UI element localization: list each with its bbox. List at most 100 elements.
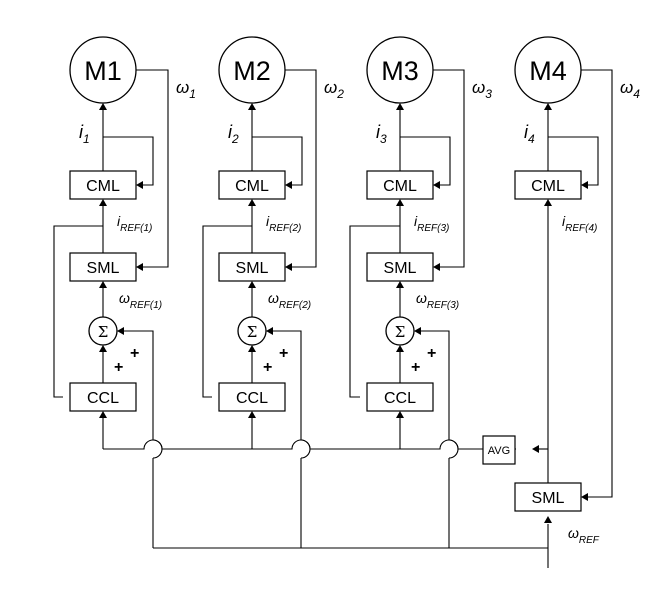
current-label-1-subscript: 1 [83, 132, 90, 146]
master-wref-label: ωREF [568, 525, 600, 546]
iref-label-2-symbol: i [266, 213, 270, 229]
iref-label-3-subscript: REF(3) [417, 223, 449, 234]
master-wref-label-subscript: REF [579, 535, 600, 546]
plus-sign-right-3: + [427, 345, 436, 362]
sum-symbol-2: Σ [247, 323, 258, 341]
sml-box-1 [69, 252, 137, 282]
iref-to-ccl-2 [202, 225, 252, 398]
sum-junction-2 [237, 316, 267, 346]
omega-label-2: ω2 [324, 78, 344, 101]
wref-label-3-symbol: ω [416, 290, 427, 306]
sum-junction-1 [88, 316, 118, 346]
sml-to-cml-arrow-1 [99, 199, 107, 206]
current-label-1: i1 [79, 122, 90, 146]
current-feedback-4 [548, 136, 599, 186]
iref-to-ccl-1 [53, 225, 103, 398]
sum-symbol-1: Σ [98, 323, 109, 341]
sum-to-sml-arrow-3 [396, 281, 404, 288]
sml-box-2 [218, 252, 286, 282]
iref-label-2: iREF(2) [266, 213, 301, 234]
iref-label-1-symbol: i [117, 213, 121, 229]
current-label-2-symbol: i [228, 122, 233, 142]
iref-label-1: iREF(1) [117, 213, 152, 234]
wref-to-sum-2 [273, 330, 302, 440]
plus-sign-bottom-3: + [411, 359, 420, 376]
iref-label-1-subscript: REF(1) [120, 223, 152, 234]
current-feedback-1 [103, 136, 154, 186]
motor-1-label: M1 [84, 56, 122, 86]
speed-feedback-2 [285, 69, 317, 268]
ccl-to-sum-arrow-2 [248, 345, 256, 352]
avg-to-ccl-arrow-1 [99, 411, 107, 418]
wref-branch-jump-3 [448, 439, 459, 459]
cml-box-2 [218, 170, 286, 200]
wref-label-3: ωREF(3) [416, 290, 459, 311]
speed-feedback-arrow-3 [433, 263, 440, 271]
current-label-3: i3 [376, 122, 387, 146]
cml-to-motor-arrow-3 [396, 103, 404, 110]
master-sml-box-label: SML [532, 490, 565, 507]
sml-box-2-label: SML [236, 260, 269, 277]
plus-sign-right-2: + [279, 345, 288, 362]
ccl-box-3 [366, 382, 434, 412]
cml-box-2-label: CML [235, 178, 269, 195]
motor-2 [218, 36, 286, 104]
avg-box-label: AVG [488, 445, 510, 457]
iref-label-3-symbol: i [414, 213, 418, 229]
wref-to-sum-arrow-2 [266, 327, 273, 335]
iref-label-4-subscript: REF(4) [565, 223, 597, 234]
current-label-4-symbol: i [524, 122, 529, 142]
ccl-to-sum-arrow-1 [99, 345, 107, 352]
ccl-box-1 [69, 382, 137, 412]
motor-4 [514, 36, 582, 104]
omega-label-3: ω3 [472, 78, 492, 101]
wref-label-1: ωREF(1) [119, 290, 162, 311]
speed-feedback-arrow-4 [581, 493, 588, 501]
avg-to-ccl-arrow-2 [248, 411, 256, 418]
speed-feedback-1 [136, 69, 169, 268]
avg-to-ccl-arrow-3 [396, 411, 404, 418]
current-feedback-3 [400, 136, 451, 186]
wref-branch-jump-1 [152, 439, 163, 459]
omega-label-4-subscript: 4 [633, 87, 640, 101]
avg-box [482, 435, 516, 465]
master-to-avg-arrow [532, 445, 539, 453]
speed-feedback-arrow-2 [285, 263, 292, 271]
wref-to-sum-3 [421, 330, 450, 440]
ccl-to-sum-arrow-3 [396, 345, 404, 352]
plus-sign-right-1: + [130, 345, 139, 362]
current-label-1-symbol: i [79, 122, 84, 142]
current-feedback-arrow-1 [136, 181, 143, 189]
motor-4-label: M4 [529, 56, 567, 86]
sml-to-cml-arrow-2 [248, 199, 256, 206]
sum-junction-3 [385, 316, 415, 346]
omega-label-4-symbol: ω [620, 78, 633, 97]
omega-label-2-subscript: 2 [336, 87, 344, 101]
cml-box-4-label: CML [531, 178, 565, 195]
current-label-2: i2 [228, 122, 239, 146]
iref-to-ccl-3 [349, 225, 400, 398]
sum-symbol-3: Σ [395, 323, 406, 341]
cml-to-motor-arrow-1 [99, 103, 107, 110]
current-feedback-arrow-3 [433, 181, 440, 189]
iref-label-3: iREF(3) [414, 213, 449, 234]
motor-3-label: M3 [381, 56, 419, 86]
sml-to-cml-arrow-3 [396, 199, 404, 206]
master-sml-box [514, 482, 582, 512]
cml-box-3 [366, 170, 434, 200]
wref-label-2-symbol: ω [268, 290, 279, 306]
current-feedback-2 [252, 136, 303, 186]
sml-box-3-label: SML [384, 260, 417, 277]
cml-to-motor-arrow-2 [248, 103, 256, 110]
wref-label-1-subscript: REF(1) [130, 300, 162, 311]
wref-label-2: ωREF(2) [268, 290, 311, 311]
iref-label-4-symbol: i [562, 213, 566, 229]
omega-label-2-symbol: ω [324, 78, 337, 97]
cml-box-1-label: CML [86, 178, 120, 195]
sml-box-3 [366, 252, 434, 282]
wref-label-1-symbol: ω [119, 290, 130, 306]
signal-wires [53, 69, 613, 568]
current-label-3-symbol: i [376, 122, 381, 142]
iref-label-4: iREF(4) [562, 213, 597, 234]
